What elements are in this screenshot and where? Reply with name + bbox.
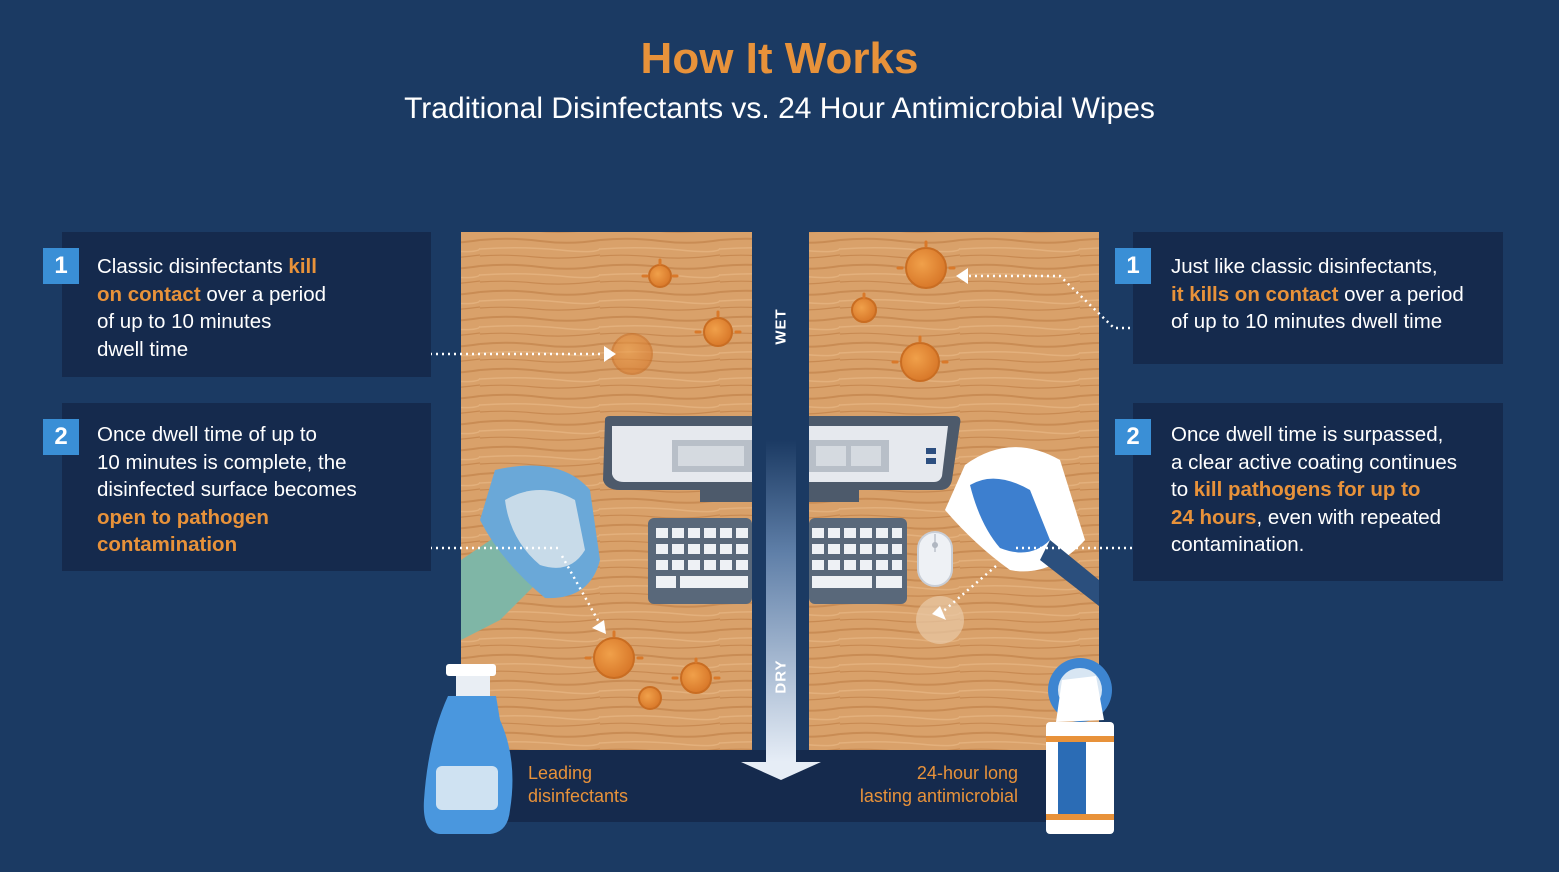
left-step-2-badge: 2 [43, 419, 79, 455]
computer-mouse [917, 531, 953, 587]
wipes-canister-icon [1046, 658, 1114, 834]
left-glove-icon [461, 465, 600, 640]
dry-label: DRY [772, 659, 790, 694]
coating-glow [916, 596, 964, 644]
left-step-2-text: Once dwell time of up to 10 minutes is c… [97, 423, 357, 556]
page-subtitle: Traditional Disinfectants vs. 24 Hour An… [404, 92, 1155, 125]
right-caption: 24-hour long lasting antimicrobial [859, 763, 1018, 806]
right-step-2-badge: 2 [1115, 419, 1151, 455]
left-caption: Leading disinfectants [528, 763, 629, 806]
leader-arrowheads [592, 268, 968, 634]
left-step-1-badge: 1 [43, 248, 79, 284]
right-step-2-panel [1133, 403, 1503, 581]
keyboard-left-half [648, 518, 752, 604]
virus-spikes-icon [584, 240, 956, 680]
right-step-2-text: Once dwell time is surpassed, a clear ac… [1171, 423, 1458, 556]
keyboard-right-half [809, 518, 907, 604]
monitor-right-half [809, 416, 961, 502]
page-title: How It Works [640, 34, 919, 83]
spray-bottle-icon [423, 664, 513, 834]
monitor-left-half [603, 416, 752, 502]
right-glove-icon [945, 447, 1099, 606]
wet-dry-arrow-head [741, 762, 821, 780]
left-step-1-panel [62, 232, 431, 377]
right-step-1-text: Just like classic disinfectants, it kill… [1171, 255, 1464, 333]
left-step-1-text: Classic disinfectants kill on contact ov… [97, 255, 327, 361]
wet-label: WET [772, 308, 790, 345]
wet-dry-arrow-shaft [766, 440, 796, 762]
left-step-2-panel [62, 403, 431, 571]
right-step-1-panel [1133, 232, 1503, 364]
right-step-1-badge: 1 [1115, 248, 1151, 284]
virus-icon-group [593, 247, 947, 710]
